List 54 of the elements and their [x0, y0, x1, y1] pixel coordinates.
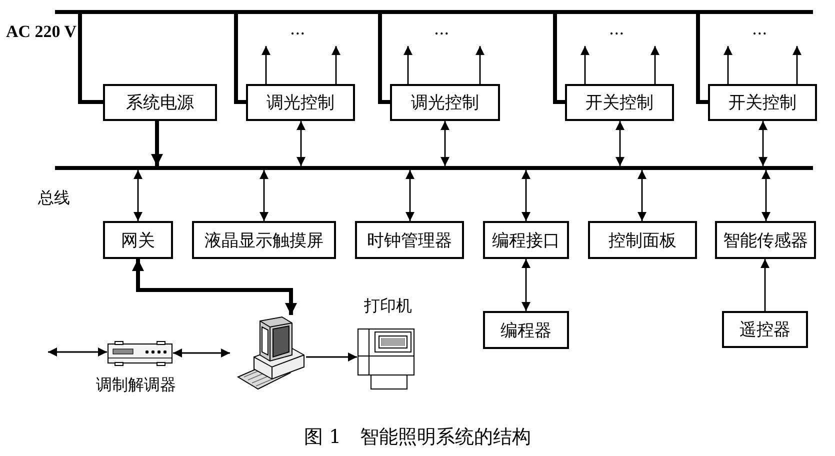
ellipsis: ··· [609, 24, 624, 43]
connector-line [696, 14, 708, 104]
process-box: 编程器 [483, 311, 569, 349]
process-box: 智能传感器 [715, 221, 816, 259]
printer-drawing [357, 328, 415, 390]
ellipsis: ··· [290, 24, 306, 43]
arrow [306, 352, 357, 362]
process-box: 调光控制 [390, 84, 500, 121]
connector-line [378, 14, 390, 104]
ellipsis: ··· [434, 24, 450, 43]
arrow [760, 259, 770, 311]
modem-drawing [107, 341, 173, 366]
arrow [762, 170, 770, 221]
connector-line [234, 14, 246, 104]
arrow [476, 46, 484, 84]
arrow [724, 46, 732, 84]
process-box: 控制面板 [588, 221, 697, 259]
arrow [404, 46, 412, 84]
arrow [792, 46, 802, 84]
device-label: 打印机 [364, 296, 412, 317]
process-box: 系统电源 [103, 84, 217, 121]
arrow [616, 121, 624, 166]
arrow [580, 46, 590, 84]
process-box: 编程接口 [483, 221, 569, 259]
process-box: 液晶显示触摸屏 [192, 221, 336, 259]
process-box: 开关控制 [708, 84, 817, 121]
process-box: 开关控制 [565, 84, 674, 121]
arrow [440, 121, 450, 166]
arrow [638, 170, 646, 221]
arrow [406, 170, 414, 221]
line-label: AC 220 V [6, 22, 77, 42]
process-box: 时钟管理器 [355, 221, 464, 259]
figure-caption: 图 1 智能照明系统的结构 [304, 426, 532, 448]
line-label: 总线 [38, 188, 70, 209]
arrow [296, 121, 306, 166]
arrow [522, 170, 530, 221]
arrow [132, 259, 297, 315]
ellipsis: ··· [752, 24, 768, 43]
arrow [262, 46, 270, 84]
arrow [758, 121, 768, 166]
process-box: 遥控器 [722, 311, 808, 348]
process-box: 网关 [103, 221, 173, 259]
arrow [173, 348, 230, 358]
connector-line [78, 14, 103, 104]
device-label: 调制解调器 [96, 375, 176, 396]
arrow [260, 170, 268, 221]
arrow [48, 348, 107, 356]
arrow [522, 259, 530, 311]
arrow [151, 121, 163, 166]
process-box: 调光控制 [246, 84, 355, 121]
arrow [134, 170, 142, 221]
connector-line [553, 14, 565, 104]
arrow [332, 46, 340, 84]
arrow [650, 46, 660, 84]
